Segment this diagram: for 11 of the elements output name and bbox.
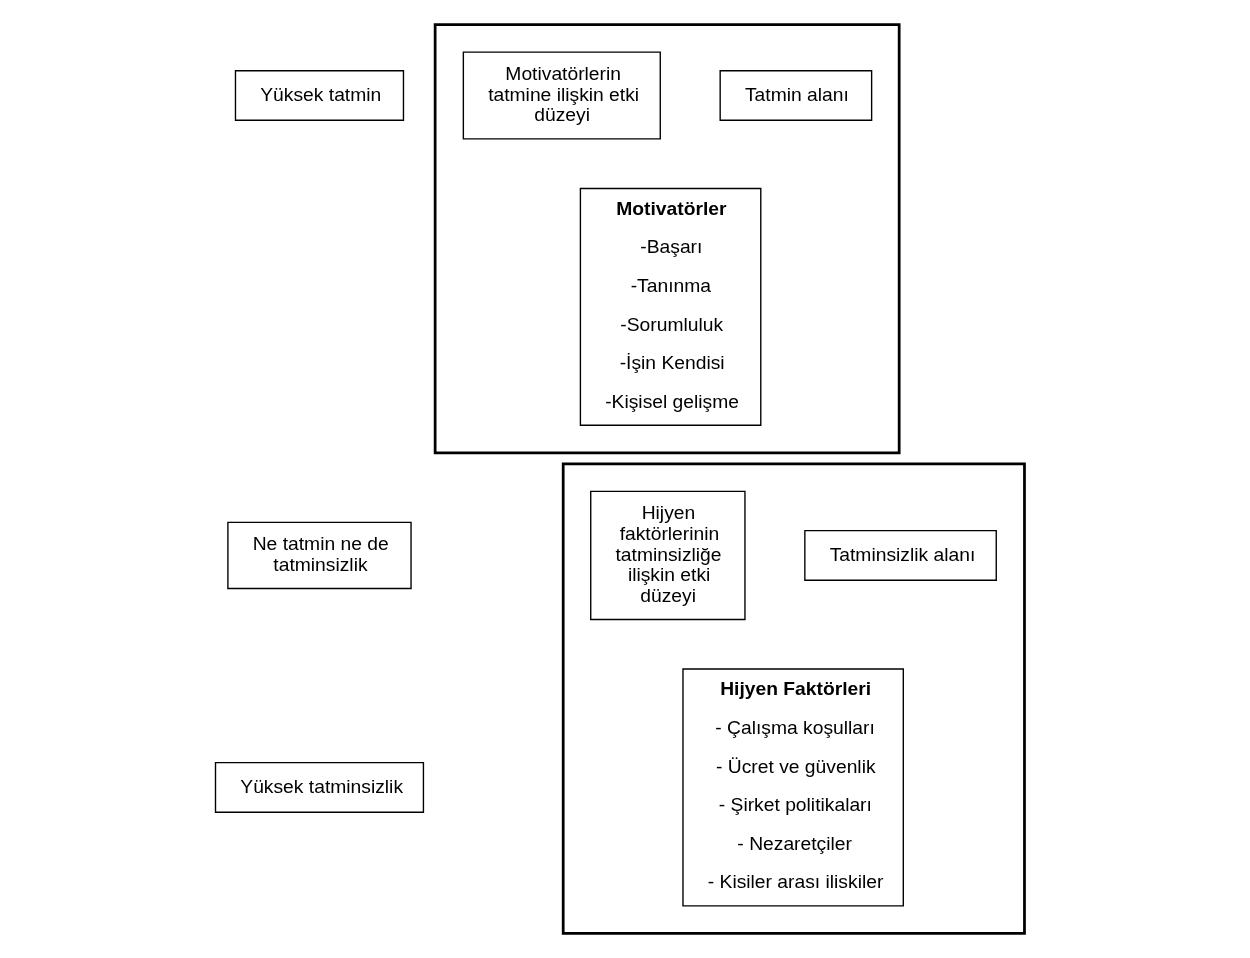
- node-box: Tatminsizlik alanı: [803, 529, 997, 581]
- cluster: [561, 462, 1026, 935]
- node-box: Yüksek tatminsizlik: [214, 761, 424, 813]
- node-box: Motivatörler -Başarı -Tanınma -Sorumluluk -İşin Kendisi -Kişisel gelişme: [579, 187, 761, 426]
- node-box: Ne tatmin ne de tatminsizlik: [226, 521, 412, 590]
- cluster: [433, 23, 901, 455]
- node-box: Motivatörlerin tatmine ilişkin etki düzeyi: [462, 51, 661, 140]
- node-box: Yüksek tatmin: [234, 70, 404, 121]
- node-box: Tatmin alanı: [718, 70, 872, 121]
- node-box: Hijyen faktörlerinin tatminsizliğe ilişkin etki düzeyi: [589, 490, 746, 621]
- node-box: Hijyen Faktörleri - Çalışma koşulları - Ücret ve güvenlik - Şirket politikaları - Nezaretçiler - Kisiler arası iliskiler: [681, 668, 904, 907]
